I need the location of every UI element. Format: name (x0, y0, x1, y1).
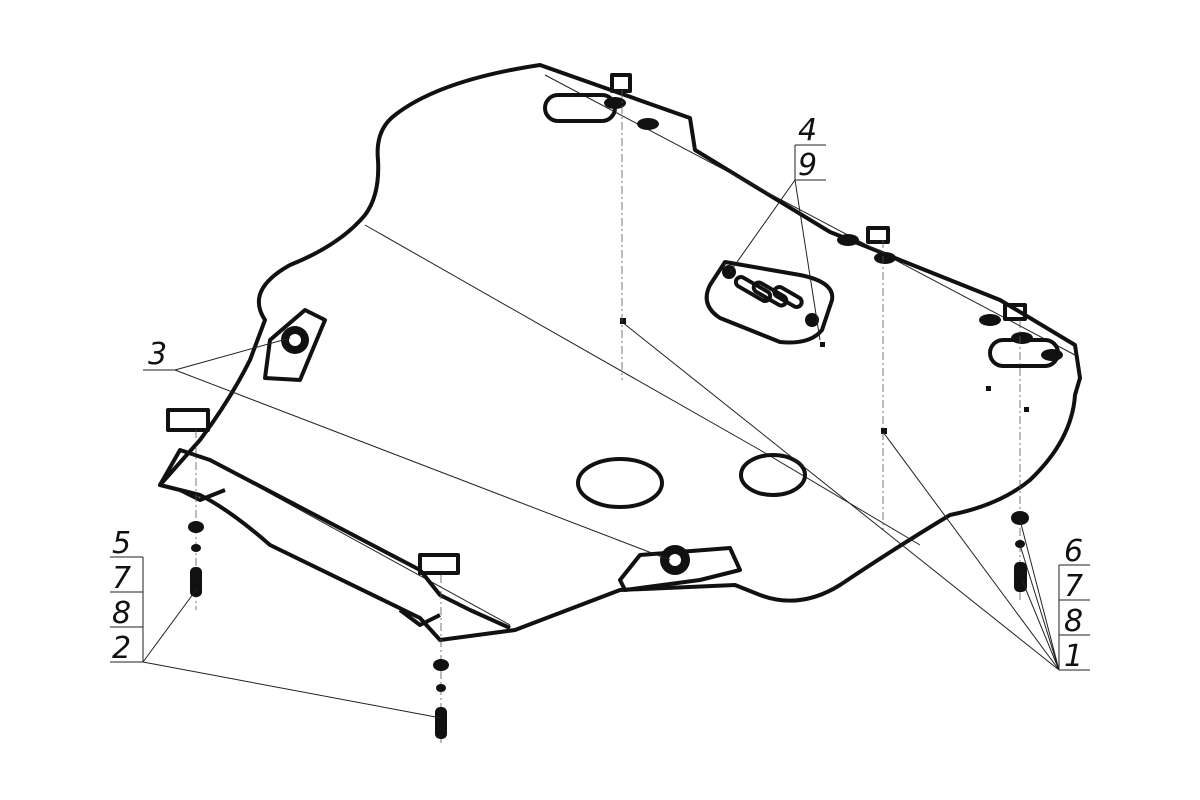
oval-opening-small (739, 453, 807, 497)
callout-label: 8 (1064, 604, 1083, 639)
callout-3: 3 (148, 337, 167, 372)
callout-label: 2 (112, 631, 131, 666)
fastener-set-left (188, 521, 204, 597)
callout-label: 6 (1064, 534, 1083, 569)
callout-label: 1 (1064, 639, 1083, 674)
callout-label: 9 (798, 148, 817, 183)
fold-line (364, 224, 921, 546)
callout-stack-left (110, 556, 144, 663)
fastener-point (986, 386, 991, 391)
bracket-left (263, 308, 327, 382)
callout-4-9: 4 9 (794, 113, 826, 183)
rear-edge-line (544, 74, 1076, 356)
access-panel (704, 260, 835, 345)
fastener-point (1024, 407, 1029, 412)
callout-label: 4 (798, 113, 817, 148)
rear-mounting-slots (166, 73, 1063, 575)
callout-label: 7 (1064, 569, 1083, 604)
fastener-point (620, 318, 626, 324)
fastener-point (820, 342, 825, 347)
fastener-point (881, 428, 887, 434)
callout-label: 8 (112, 596, 131, 631)
callout-stack-right (1058, 564, 1090, 671)
callout-label: 5 (112, 526, 131, 561)
fastener-set-mid (433, 659, 449, 739)
leader-lines (142, 179, 1060, 719)
flange-slot-mid (398, 608, 441, 627)
bracket-front (618, 545, 742, 592)
front-flange (158, 448, 511, 630)
callout-label: 3 (148, 337, 167, 372)
callout-label: 7 (112, 561, 131, 596)
flange-slot-left (179, 488, 226, 502)
fastener-set-right (1011, 511, 1029, 592)
bolt-axis-lines (195, 90, 1021, 745)
oval-opening-large (576, 457, 664, 509)
panel-slots (722, 265, 819, 327)
